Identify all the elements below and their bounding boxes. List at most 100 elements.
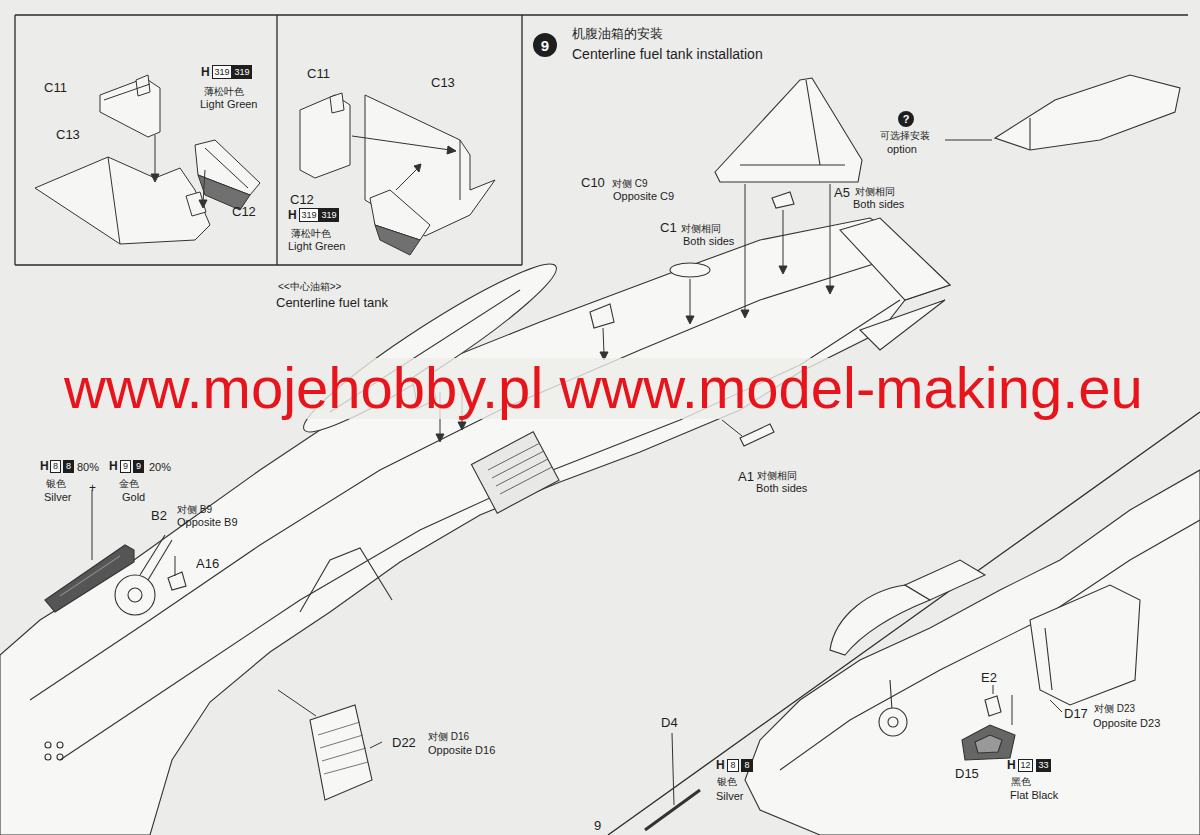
page-number: 9	[594, 819, 601, 834]
aircraft-drawing	[496, 459, 548, 486]
english-note: +	[89, 482, 96, 496]
color-chip-dark: 9	[133, 460, 144, 473]
step-circle: 9	[533, 33, 557, 57]
leader-line	[603, 328, 604, 354]
part-number: E2	[981, 671, 997, 686]
aircraft-drawing	[57, 754, 63, 760]
aircraft-drawing	[830, 585, 930, 655]
part-number: D22	[392, 736, 416, 751]
color-chip: 8	[50, 460, 61, 473]
leader-line	[352, 136, 450, 150]
chinese-note: 对侧相同	[681, 223, 721, 235]
chinese-note: 银色	[717, 776, 737, 788]
aircraft-drawing	[905, 560, 985, 600]
leader-line	[155, 135, 156, 176]
stabilizer-drawing	[740, 424, 774, 446]
frame-line	[15, 14, 1188, 15]
color-code: 8	[66, 462, 71, 471]
aircraft-drawing	[488, 443, 540, 470]
part-drawing	[460, 140, 461, 200]
color-code: 9	[123, 462, 128, 471]
leader-line	[945, 140, 992, 141]
part-drawing	[35, 75, 260, 244]
leader-line	[278, 690, 316, 716]
aircraft-drawing	[745, 470, 1200, 835]
english-note: Both sides	[683, 235, 734, 248]
part-number: C13	[56, 128, 80, 143]
aircraft-drawing	[879, 708, 907, 736]
landing-gear-drawing	[168, 572, 186, 590]
paint-prefix: H	[288, 209, 297, 223]
aircraft-drawing	[500, 467, 552, 494]
english-note: Gold	[122, 491, 145, 504]
english-note: Silver	[44, 491, 72, 504]
landing-gear-drawing	[318, 722, 368, 774]
english-note: 80%	[77, 461, 99, 474]
english-note: Light Green	[288, 240, 345, 253]
landing-gear-drawing	[148, 540, 172, 580]
aircraft-drawing	[975, 735, 1002, 753]
leader-line	[447, 146, 456, 154]
landing-gear-drawing	[115, 575, 155, 615]
part-drawing	[375, 225, 420, 255]
aircraft-drawing	[1045, 628, 1052, 690]
aircraft-drawing	[492, 451, 544, 478]
aircraft-drawing	[962, 725, 1015, 760]
landing-gear-drawing	[324, 762, 368, 774]
paint-prefix: H	[201, 66, 210, 80]
aircraft-drawing	[888, 717, 898, 727]
color-code: 12	[1020, 761, 1030, 770]
part-drawing	[330, 93, 344, 113]
color-code: 8	[744, 761, 749, 770]
english-note: option	[887, 143, 917, 156]
color-chip: 8	[727, 759, 739, 772]
stabilizer-drawing	[772, 192, 794, 208]
english-note: Opposite D23	[1093, 717, 1160, 730]
color-chip-dark: 8	[63, 460, 74, 473]
english-note: Opposite C9	[613, 190, 674, 203]
paint-prefix: H	[40, 460, 49, 474]
stabilizer-drawing	[670, 263, 710, 277]
leader-line	[396, 168, 418, 190]
leader-line	[151, 135, 207, 208]
chinese-note: 对侧 C9	[612, 178, 648, 190]
leader-line	[199, 200, 207, 208]
frame-line	[15, 264, 522, 265]
landing-gear-drawing	[60, 556, 120, 596]
stabilizer-drawing	[995, 75, 1180, 150]
part-drawing	[205, 148, 248, 188]
part-drawing	[136, 75, 150, 96]
leader-line	[830, 184, 831, 288]
leader-line	[414, 164, 421, 172]
chinese-note: 薄松叶色	[291, 228, 331, 240]
chinese-note: 可选择安装	[880, 130, 930, 142]
chinese-note: <<中心油箱>>	[278, 281, 341, 293]
frame-line	[608, 412, 1200, 835]
color-chip-dark: 8	[741, 759, 753, 772]
color-code: 8	[730, 761, 735, 770]
step-number: ?	[903, 114, 910, 125]
aircraft-drawing	[45, 742, 51, 748]
chinese-note: 对侧 D16	[428, 731, 469, 743]
color-code: 9	[136, 462, 141, 471]
leader-line	[672, 733, 674, 805]
english-note: Centerline fuel tank	[276, 296, 388, 311]
part-number: A1	[738, 470, 754, 485]
color-code: 33	[1038, 761, 1048, 770]
english-note: Opposite D16	[428, 744, 495, 757]
aircraft-drawing	[745, 470, 1200, 835]
color-chip-dark: 33	[1036, 759, 1051, 772]
part-number: D17	[1064, 707, 1088, 722]
part-drawing	[108, 157, 120, 244]
aircraft-drawing	[1030, 585, 1140, 705]
part-number: C13	[431, 76, 455, 91]
leader-line	[741, 310, 749, 318]
leader-line	[686, 316, 694, 324]
part-number: D15	[955, 767, 979, 782]
english-note: Opposite B9	[177, 516, 238, 529]
leader-line	[1050, 700, 1062, 712]
leader-line	[826, 286, 834, 294]
watermark: www.mojehobby.pl www.model-making.eu	[62, 358, 1145, 419]
chinese-note: 对侧相同	[757, 470, 797, 482]
